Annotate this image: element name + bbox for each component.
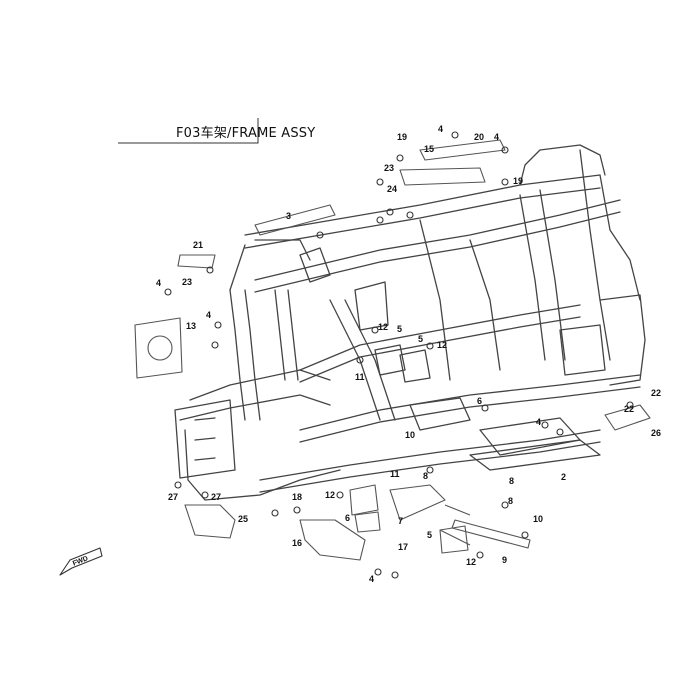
callout-c8b: 8 xyxy=(509,476,514,486)
callout-c9: 9 xyxy=(502,555,507,565)
loose-parts xyxy=(59,131,651,579)
callout-c3: 3 xyxy=(286,211,291,221)
fwd-arrow: FWD xyxy=(72,555,89,567)
callout-c12d: 12 xyxy=(466,557,476,567)
callout-c25: 25 xyxy=(238,514,248,524)
frame-drawing xyxy=(174,144,646,501)
callout-c12c: 12 xyxy=(325,490,335,500)
callout-c4d: 4 xyxy=(206,310,211,320)
callout-c10b: 10 xyxy=(533,514,543,524)
callout-c2: 2 xyxy=(561,472,566,482)
callout-c5c: 5 xyxy=(427,530,432,540)
callout-c21: 21 xyxy=(193,240,203,250)
callout-c22b: 22 xyxy=(624,404,634,414)
callout-c6: 6 xyxy=(477,396,482,406)
callout-c27a: 27 xyxy=(168,492,178,502)
page-title: F03车架/FRAME ASSY xyxy=(176,126,316,141)
callout-c16: 16 xyxy=(292,538,302,548)
callout-c19a: 19 xyxy=(397,132,407,142)
callout-c5b: 5 xyxy=(418,334,423,344)
callout-c4f: 4 xyxy=(369,574,374,584)
callout-c23a: 23 xyxy=(384,163,394,173)
callout-c17: 17 xyxy=(398,542,408,552)
fwd-label: FWD xyxy=(72,555,89,567)
callout-c20: 20 xyxy=(474,132,484,142)
callout-c23b: 23 xyxy=(182,277,192,287)
callout-c8a: 8 xyxy=(423,471,428,481)
title-frame xyxy=(118,118,259,144)
callout-c10a: 10 xyxy=(405,430,415,440)
callout-c4c: 4 xyxy=(156,278,161,288)
callout-c26: 26 xyxy=(651,428,661,438)
callout-c18: 18 xyxy=(292,492,302,502)
callout-c4e: 4 xyxy=(536,417,541,427)
callout-c27b: 27 xyxy=(211,492,221,502)
callout-c24: 24 xyxy=(387,184,397,194)
callout-c11a: 11 xyxy=(355,372,365,382)
callout-c4b: 4 xyxy=(494,132,499,142)
callout-c15: 15 xyxy=(424,144,434,154)
callout-c12b: 12 xyxy=(437,340,447,350)
callout-c19b: 19 xyxy=(513,176,523,186)
callout-c11b: 11 xyxy=(390,469,400,479)
callout-c6b: 6 xyxy=(345,513,350,523)
callout-c7: 7 xyxy=(398,516,403,526)
callout-c5a: 5 xyxy=(397,324,402,334)
callout-c12a: 12 xyxy=(378,322,388,332)
callout-c22a: 22 xyxy=(651,388,661,398)
callout-c4a: 4 xyxy=(438,124,443,134)
callout-c8c: 8 xyxy=(508,496,513,506)
callout-c13: 13 xyxy=(186,321,196,331)
